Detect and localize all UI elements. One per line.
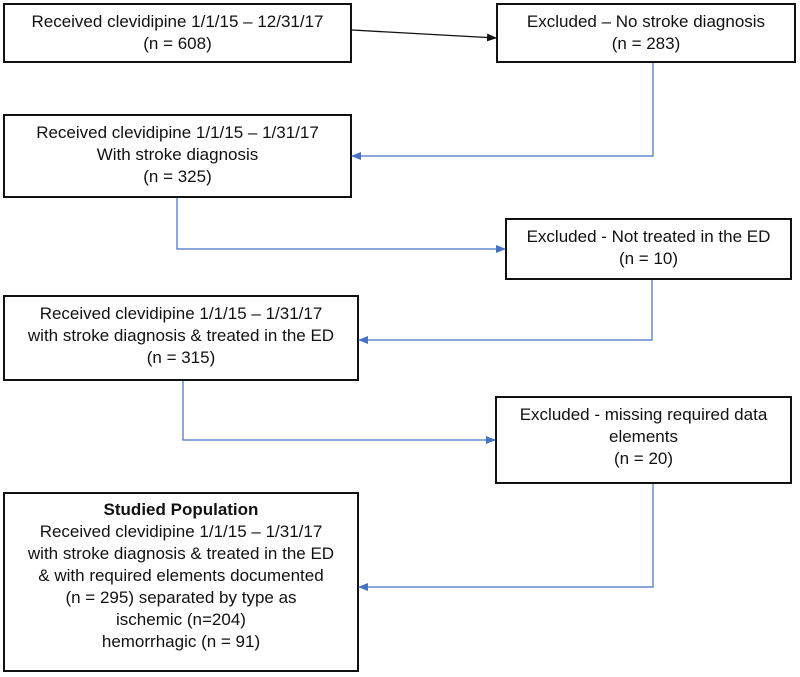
arrow-start-to-excluded-no-stroke <box>351 29 497 42</box>
box-count: (n = 10) <box>618 249 679 268</box>
box-line: Excluded – No stroke diagnosis <box>526 12 766 31</box>
box-line: Excluded - Not treated in the ED <box>526 227 771 246</box>
box-line: Received clevidipine 1/1/15 – 1/31/17 <box>39 304 323 323</box>
arrow-with-stroke-to-excluded-not-ed <box>176 198 506 253</box>
box-treated-in-ed: Received clevidipine 1/1/15 – 1/31/17 wi… <box>3 295 359 381</box>
box-count: (n = 315) <box>146 348 216 367</box>
box-with-stroke-diagnosis: Received clevidipine 1/1/15 – 1/31/17 Wi… <box>3 114 352 198</box>
arrow-excluded-not-ed-to-treated-ed <box>358 280 653 344</box>
box-line: (n = 295) separated by type as <box>65 588 297 607</box>
arrow-excluded-no-stroke-to-with-stroke <box>351 63 654 160</box>
box-studied-population: Studied Population Received clevidipine … <box>3 492 359 672</box>
studied-population-heading: Studied Population <box>103 500 259 519</box>
box-count: (n = 20) <box>613 449 674 468</box>
box-received-clevidipine-all: Received clevidipine 1/1/15 – 12/31/17 (… <box>3 3 352 63</box>
box-line: Received clevidipine 1/1/15 – 1/31/17 <box>39 522 323 541</box>
box-count: (n = 283) <box>611 34 681 53</box>
box-line: With stroke diagnosis <box>96 145 259 164</box>
arrow-treated-ed-to-excluded-missing <box>182 381 496 444</box>
box-line: & with required elements documented <box>38 566 324 585</box>
box-excluded-no-stroke: Excluded – No stroke diagnosis (n = 283) <box>496 3 796 63</box>
box-excluded-missing-data: Excluded - missing required data element… <box>495 396 792 484</box>
box-line: Received clevidipine 1/1/15 – 12/31/17 <box>31 12 324 31</box>
box-count: (n = 325) <box>143 167 212 186</box>
box-line: Received clevidipine 1/1/15 – 1/31/17 <box>36 123 319 142</box>
box-excluded-not-treated-ed: Excluded - Not treated in the ED (n = 10… <box>505 218 792 280</box>
box-count: (n = 608) <box>143 34 212 53</box>
box-line: ischemic (n=204) <box>116 610 246 629</box>
box-line: Excluded - missing required data <box>519 405 768 424</box>
box-line: with stroke diagnosis & treated in the E… <box>27 544 335 563</box>
box-line: elements <box>609 427 678 446</box>
box-line: with stroke diagnosis & treated in the E… <box>27 326 335 345</box>
arrow-excluded-missing-to-studied <box>358 484 654 591</box>
box-line: hemorrhagic (n = 91) <box>101 632 261 651</box>
